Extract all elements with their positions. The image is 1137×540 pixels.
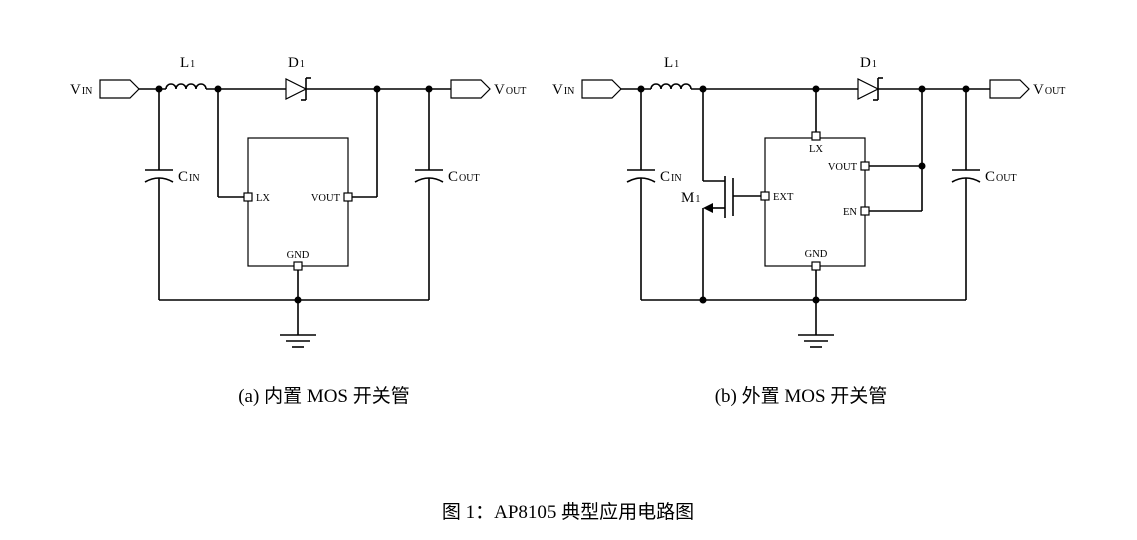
pin-vout-label-b: VOUT (828, 162, 858, 173)
inductor-label: L1 (180, 55, 195, 71)
pin-ext-label: EXT (773, 192, 794, 203)
caption-a: (a) 内置 MOS 开关管 (238, 385, 410, 407)
vin-terminal-b: VIN (552, 79, 622, 99)
capacitor-cin: CIN (144, 89, 200, 300)
vin-label: VIN (70, 82, 92, 98)
capacitor-cout-b: COUT (951, 89, 1017, 300)
mosfet-label: M1 (681, 190, 700, 206)
vout-terminal: VOUT (450, 79, 526, 99)
ground-symbol-a (280, 300, 316, 348)
diode-label: D1 (288, 55, 305, 71)
inductor-l1-b: L1 (650, 55, 692, 90)
circuit-a: VIN L1 D1 VOUT (70, 55, 526, 407)
cin-label-b: CIN (660, 169, 682, 185)
vout-label: VOUT (494, 82, 526, 98)
pin-vout-label: VOUT (311, 193, 341, 204)
pin-lx-label: LX (256, 193, 270, 204)
mosfet-m1: M1 (681, 89, 761, 300)
ground-symbol-b (798, 300, 834, 348)
ic-box-a: LX VOUT GND (217, 89, 378, 300)
cout-label-b: COUT (985, 169, 1017, 185)
ic-box-b: LX EXT VOUT EN GND (760, 89, 926, 300)
pin-gnd-label-b: GND (805, 249, 828, 260)
vout-label-b: VOUT (1033, 82, 1065, 98)
diode-d1: D1 (285, 55, 311, 101)
figure-caption: 图 1：AP8105 典型应用电路图 (442, 501, 694, 523)
cout-label: COUT (448, 169, 480, 185)
vin-label-b: VIN (552, 82, 574, 98)
pin-gnd-label: GND (287, 250, 310, 261)
vout-terminal-b: VOUT (989, 79, 1065, 99)
circuit-b: VIN L1 D1 VOUT (552, 55, 1065, 407)
inductor-l1: L1 (165, 55, 207, 90)
capacitor-cin-b: CIN (626, 89, 682, 300)
diode-label-b: D1 (860, 55, 877, 71)
capacitor-cout: COUT (414, 89, 480, 300)
vin-terminal: VIN (70, 79, 140, 99)
diode-d1-b: D1 (857, 55, 883, 101)
inductor-label-b: L1 (664, 55, 679, 71)
pin-lx-label-b: LX (809, 144, 823, 155)
cin-label: CIN (178, 169, 200, 185)
caption-b: (b) 外置 MOS 开关管 (715, 385, 888, 407)
pin-en-label: EN (843, 207, 857, 218)
